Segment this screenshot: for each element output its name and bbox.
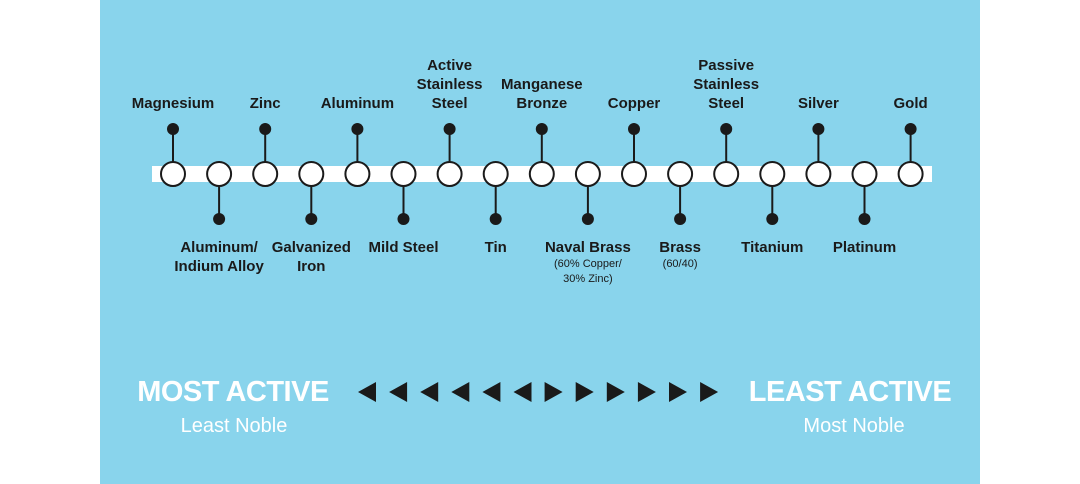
arrow-left-5 (513, 382, 532, 402)
arrow-left-4 (482, 382, 501, 402)
node-top-3 (436, 161, 463, 187)
metal-label-top-6: Passive Stainless Steel (661, 56, 791, 113)
least-active-label: LEAST ACTIVE (748, 376, 952, 408)
metal-label-top-3: Active Stainless Steel (385, 56, 515, 113)
metal-label-top-4: Manganese Bronze (477, 75, 607, 113)
metal-label-bottom-4: Naval Brass (60% Copper/ 30% Zinc) (523, 238, 653, 287)
diagram-panel (100, 0, 980, 484)
metal-label-top-0: Magnesium (108, 94, 238, 113)
node-top-4 (528, 161, 555, 187)
metal-label-bottom-0: Aluminum/ Indium Alloy (154, 238, 284, 276)
dot-bottom-1 (305, 213, 318, 225)
dot-bottom-0 (213, 213, 226, 225)
arrow-left-3 (451, 382, 470, 402)
metal-label-bottom-6: Titanium (707, 238, 837, 257)
metal-label-top-1: Zinc (200, 94, 330, 113)
arrow-left-2 (420, 382, 439, 402)
dot-bottom-5 (674, 213, 687, 225)
node-bottom-5 (667, 161, 694, 187)
dot-top-6 (720, 123, 733, 135)
dot-top-4 (535, 123, 548, 135)
dot-bottom-2 (397, 213, 410, 225)
metal-name: Passive Stainless Steel (693, 57, 760, 112)
metal-name: Zinc (249, 95, 281, 112)
node-bottom-2 (390, 161, 417, 187)
arrow-right-2 (606, 382, 625, 402)
dot-top-8 (904, 123, 917, 135)
node-bottom-1 (298, 161, 325, 187)
dot-top-7 (812, 123, 825, 135)
metal-name: Manganese Bronze (500, 76, 583, 112)
most-noble-label: Most Noble (803, 415, 905, 437)
arrow-right-3 (637, 382, 656, 402)
metal-label-top-2: Aluminum (292, 94, 422, 113)
metal-name: Magnesium (131, 95, 215, 112)
most-active-label: MOST ACTIVE (137, 376, 329, 408)
arrow-right-0 (544, 382, 563, 402)
metal-name: Gold (893, 95, 928, 112)
dot-bottom-6 (766, 213, 779, 225)
metal-label-top-8: Gold (846, 94, 976, 113)
node-bottom-3 (482, 161, 509, 187)
metal-name: Mild Steel (368, 239, 439, 256)
metal-label-top-5: Copper (569, 94, 699, 113)
node-bottom-0 (206, 161, 233, 187)
node-top-1 (252, 161, 279, 187)
metal-label-bottom-5: Brass (60/40) (615, 238, 745, 272)
node-top-2 (344, 161, 371, 187)
metal-label-bottom-2: Mild Steel (339, 238, 469, 257)
metal-name: Naval Brass (544, 239, 631, 256)
dot-top-5 (628, 123, 640, 135)
node-bottom-4 (574, 161, 601, 187)
metal-name: Aluminum/ Indium Alloy (174, 239, 264, 275)
dot-bottom-3 (489, 213, 502, 225)
metal-label-bottom-1: Galvanized Iron (246, 238, 376, 276)
node-top-5 (621, 161, 647, 187)
arrow-left-0 (358, 382, 376, 402)
metal-name: Galvanized Iron (271, 239, 351, 275)
dot-bottom-4 (581, 213, 594, 225)
node-top-7 (805, 161, 832, 187)
metal-name: Silver (797, 95, 839, 112)
metal-name: Active Stainless Steel (416, 57, 483, 112)
dot-bottom-7 (858, 213, 871, 225)
arrow-right-1 (575, 382, 594, 402)
metal-label-top-7: Silver (753, 94, 883, 113)
metal-name: Tin (484, 239, 507, 256)
least-noble-label: Least Noble (180, 415, 288, 437)
metal-name: Titanium (741, 239, 804, 256)
node-top-8 (897, 161, 924, 187)
dot-top-3 (443, 123, 456, 135)
dot-top-0 (167, 123, 179, 135)
arrow-left-1 (389, 382, 408, 402)
metal-name: Platinum (832, 239, 897, 256)
dot-top-2 (351, 123, 364, 135)
metal-label-bottom-7: Platinum (800, 238, 930, 257)
arrow-right-4 (669, 382, 687, 402)
metal-composition: (60% Copper/ 30% Zinc) (553, 258, 622, 285)
arrow-right-5 (700, 382, 719, 402)
node-top-0 (160, 161, 186, 187)
dot-top-1 (259, 123, 272, 135)
metal-name: Aluminum (320, 95, 395, 112)
node-top-6 (713, 161, 740, 187)
metal-label-bottom-3: Tin (431, 238, 561, 257)
node-bottom-6 (759, 161, 786, 187)
metal-composition: (60/40) (662, 258, 698, 270)
metal-name: Brass (659, 239, 701, 256)
node-bottom-7 (851, 161, 878, 187)
metal-name: Copper (607, 95, 661, 112)
